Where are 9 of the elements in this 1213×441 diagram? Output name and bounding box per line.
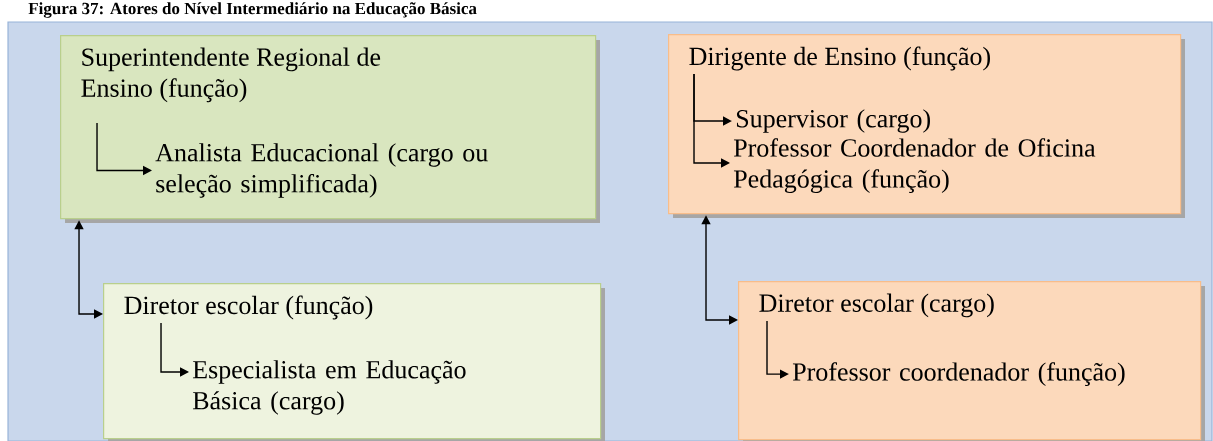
role-text: Analista Educacional (cargo ou seleção simplificada)	[155, 143, 488, 198]
role-text: Supervisor (cargo)	[736, 109, 930, 133]
elbow-arrow	[160, 322, 189, 377]
role-text: Professor coordenador (função)	[792, 362, 1125, 387]
role-text: Especialista em Educação Básica (cargo)	[192, 360, 466, 415]
role-text: Professor Coordenador de Oficina Pedagógica (função)	[733, 138, 1096, 194]
figure-title: Figura 37: Atores do Nível Intermediário na Educação Básica	[28, 2, 477, 18]
elbow-arrow	[693, 73, 730, 168]
elbow-arrow	[766, 320, 789, 379]
